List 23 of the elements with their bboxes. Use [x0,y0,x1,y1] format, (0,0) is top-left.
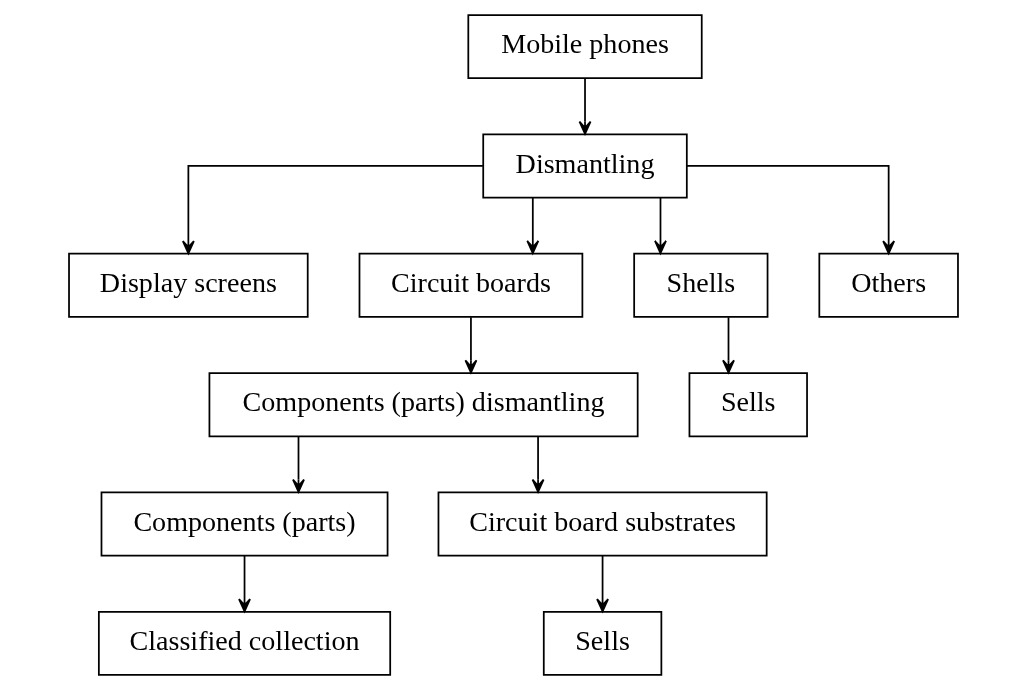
arrow [721,316,735,374]
node-box: Classified collection [97,610,391,676]
node-box: Components (parts) [100,491,388,557]
arrow [181,165,484,255]
node-box: Circuit board substrates [437,491,768,557]
arrow [578,77,591,135]
arrow [595,555,609,613]
arrow [291,435,305,493]
arrow [653,197,667,255]
node-box: Sells [688,372,808,438]
arrow [237,555,251,613]
node-box: Components (parts) dismantling [208,372,639,438]
node-box: Sells [542,610,662,676]
node-box: Mobile phones [466,14,703,80]
node-box: Others [817,252,959,318]
node-box: Dismantling [481,133,688,199]
node-box: Shells [632,252,768,318]
arrow [464,316,477,374]
node-box: Circuit boards [358,252,583,318]
arrow [531,435,544,493]
arrow [525,197,539,255]
arrow [685,165,895,255]
node-box: Display screens [67,252,309,318]
